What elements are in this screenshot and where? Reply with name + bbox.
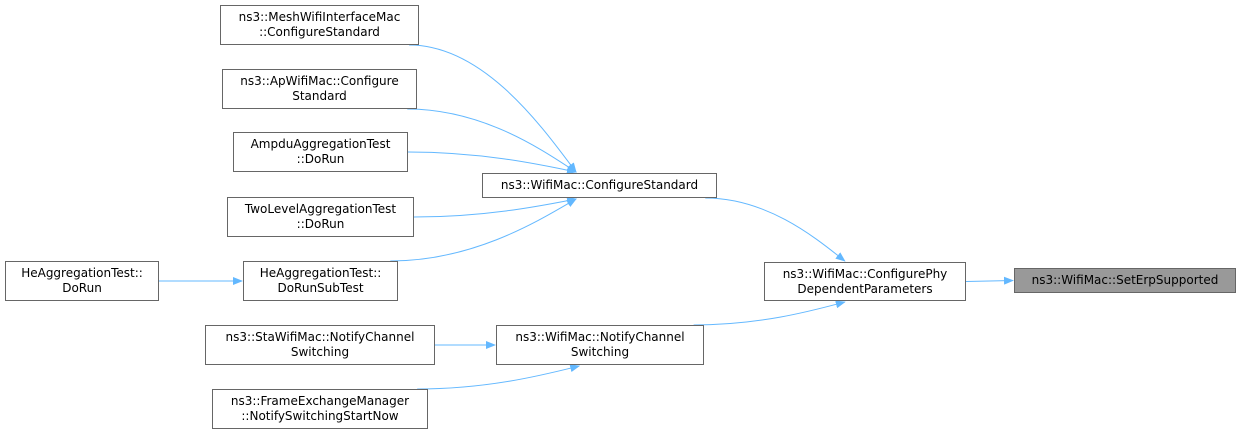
node-label-line1: ns3::ApWifiMac::Configure: [240, 74, 399, 88]
node-configure-phy-dependent-parameters[interactable]: ns3::WifiMac::ConfigurePhy DependentPara…: [764, 262, 966, 301]
node-stawifimac-notify-channel-switching[interactable]: ns3::StaWifiMac::NotifyChannel Switching: [205, 325, 435, 365]
node-two-level-aggregation-test-dorun[interactable]: TwoLevelAggregationTest ::DoRun: [227, 197, 414, 237]
edge-he_aggregation_test_dorunsubtest-to-wifimac_configure_standard: [390, 198, 577, 262]
node-label-line1: ns3::WifiMac::SetErpSupported: [1031, 273, 1219, 287]
edge-wifimac_configure_standard-to-configure_phy_dependent_parameters: [705, 197, 846, 262]
node-label-line2: Switching: [570, 345, 630, 359]
node-label-line1: ns3::StaWifiMac::NotifyChannel: [225, 330, 415, 344]
node-he-aggregation-test-dorun[interactable]: HeAggregationTest:: DoRun: [5, 261, 159, 301]
node-he-aggregation-test-dorunsubtest[interactable]: HeAggregationTest:: DoRunSubTest: [243, 261, 398, 301]
node-label-line2: DependentParameters: [797, 281, 933, 296]
node-label-line2: Switching: [290, 345, 350, 359]
edge-configure_phy_dependent_parameters-to-set_erp_supported: [965, 276, 1014, 285]
edge-two_level_aggregation_test_dorun-to-wifimac_configure_standard: [413, 196, 577, 218]
node-set-erp-supported: ns3::WifiMac::SetErpSupported: [1014, 268, 1236, 293]
node-label-line2: ::ConfigureStandard: [259, 25, 380, 39]
edge-ampdu_aggregation_test_dorun-to-wifimac_configure_standard: [407, 151, 577, 175]
node-label-line1: TwoLevelAggregationTest: [244, 202, 397, 216]
node-wifimac-configure-standard[interactable]: ns3::WifiMac::ConfigureStandard: [482, 173, 717, 198]
node-label-line2: ::DoRun: [296, 217, 345, 231]
node-label-line1: ns3::WifiMac::NotifyChannel: [515, 330, 685, 344]
node-label-line1: AmpduAggregationTest: [250, 137, 391, 151]
edge-frame_exchange_manager_notify_switching_start_now-to-wifimac_notify_channel_switching: [417, 364, 581, 390]
node-label-line2: ::NotifySwitchingStartNow: [241, 409, 399, 423]
edge-wifimac_notify_channel_switching-to-configure_phy_dependent_parameters: [693, 300, 846, 326]
node-label-line1: ns3::WifiMac::ConfigurePhy: [782, 266, 948, 281]
edge-apwifimac_configure_standard-to-wifimac_configure_standard: [407, 108, 577, 173]
node-label-line2: DoRunSubTest: [277, 281, 364, 295]
node-label-line2: Standard: [292, 89, 347, 103]
node-frame-exchange-manager-notify-switching-start-now[interactable]: ns3::FrameExchangeManager ::NotifySwitch…: [212, 389, 428, 429]
node-ampdu-aggregation-test-dorun[interactable]: AmpduAggregationTest ::DoRun: [233, 132, 408, 172]
node-label-line2: ::DoRun: [296, 152, 345, 166]
node-label-line1: ns3::FrameExchangeManager: [230, 394, 410, 408]
node-label-line1: HeAggregationTest::: [259, 266, 382, 280]
node-label-line1: ns3::MeshWifiInterfaceMac: [238, 10, 401, 24]
node-label-line2: DoRun: [62, 281, 102, 295]
node-meshwifiinterfacemac-configure-standard[interactable]: ns3::MeshWifiInterfaceMac ::ConfigureSta…: [220, 5, 419, 45]
node-label-line1: HeAggregationTest::: [21, 266, 143, 280]
node-label-line1: ns3::WifiMac::ConfigureStandard: [500, 178, 699, 192]
edge-meshwifiinterfacemac_configure_standard-to-wifimac_configure_standard: [409, 44, 577, 173]
node-apwifimac-configure-standard[interactable]: ns3::ApWifiMac::Configure Standard: [222, 69, 417, 109]
node-wifimac-notify-channel-switching[interactable]: ns3::WifiMac::NotifyChannel Switching: [496, 325, 704, 365]
